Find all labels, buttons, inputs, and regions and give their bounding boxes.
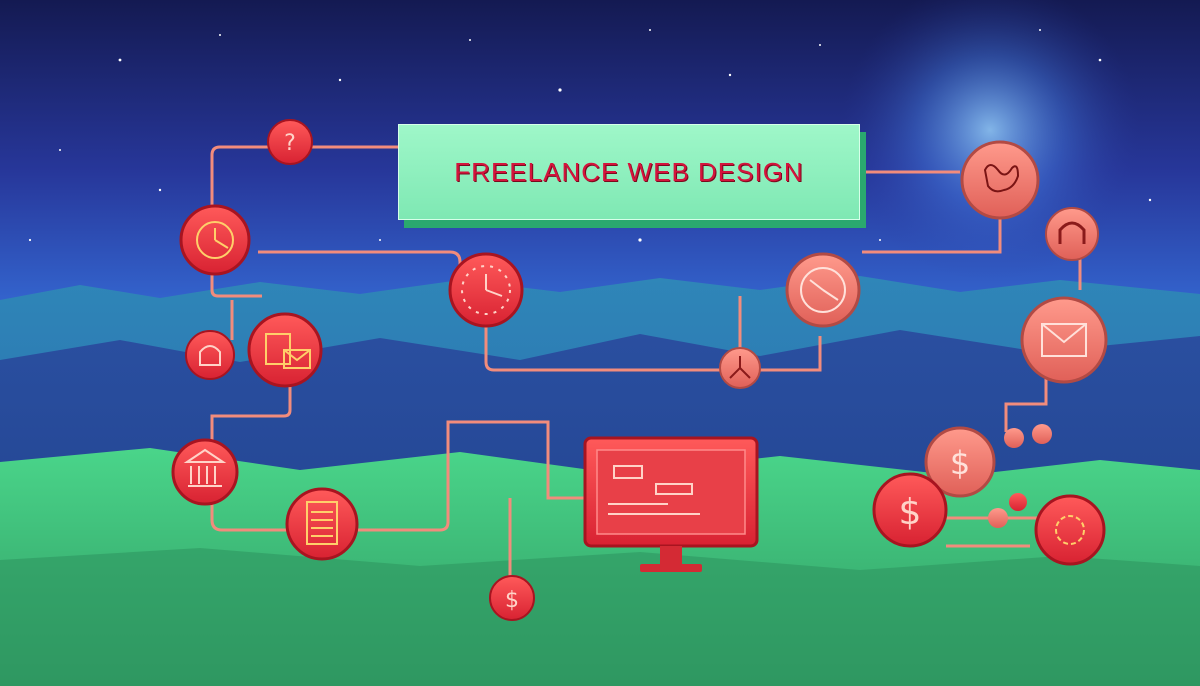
- dollar-icon: $: [490, 576, 534, 620]
- alarm-icon: [186, 331, 234, 379]
- network-icon: [720, 348, 760, 388]
- headset-icon: [1046, 208, 1098, 260]
- puzzle-icon: [962, 142, 1038, 218]
- wall-clock-icon: [450, 254, 522, 326]
- bank-icon: [173, 440, 237, 504]
- gauge-icon: [787, 254, 859, 326]
- document-icon: [249, 314, 321, 386]
- checklist-icon: [287, 489, 357, 559]
- svg-text:$: $: [950, 444, 970, 482]
- question-icon: ?: [268, 120, 312, 164]
- banner-title: FREELANCE WEB DESIGN: [454, 157, 803, 188]
- foreground-hills: [0, 548, 1200, 686]
- svg-text:$: $: [899, 492, 922, 533]
- settings-icon: [1036, 496, 1104, 564]
- svg-text:$: $: [505, 588, 519, 613]
- clock-icon: [181, 206, 249, 274]
- title-banner: FREELANCE WEB DESIGN: [398, 124, 860, 220]
- svg-text:?: ?: [284, 131, 296, 156]
- envelope-icon: [1022, 298, 1106, 382]
